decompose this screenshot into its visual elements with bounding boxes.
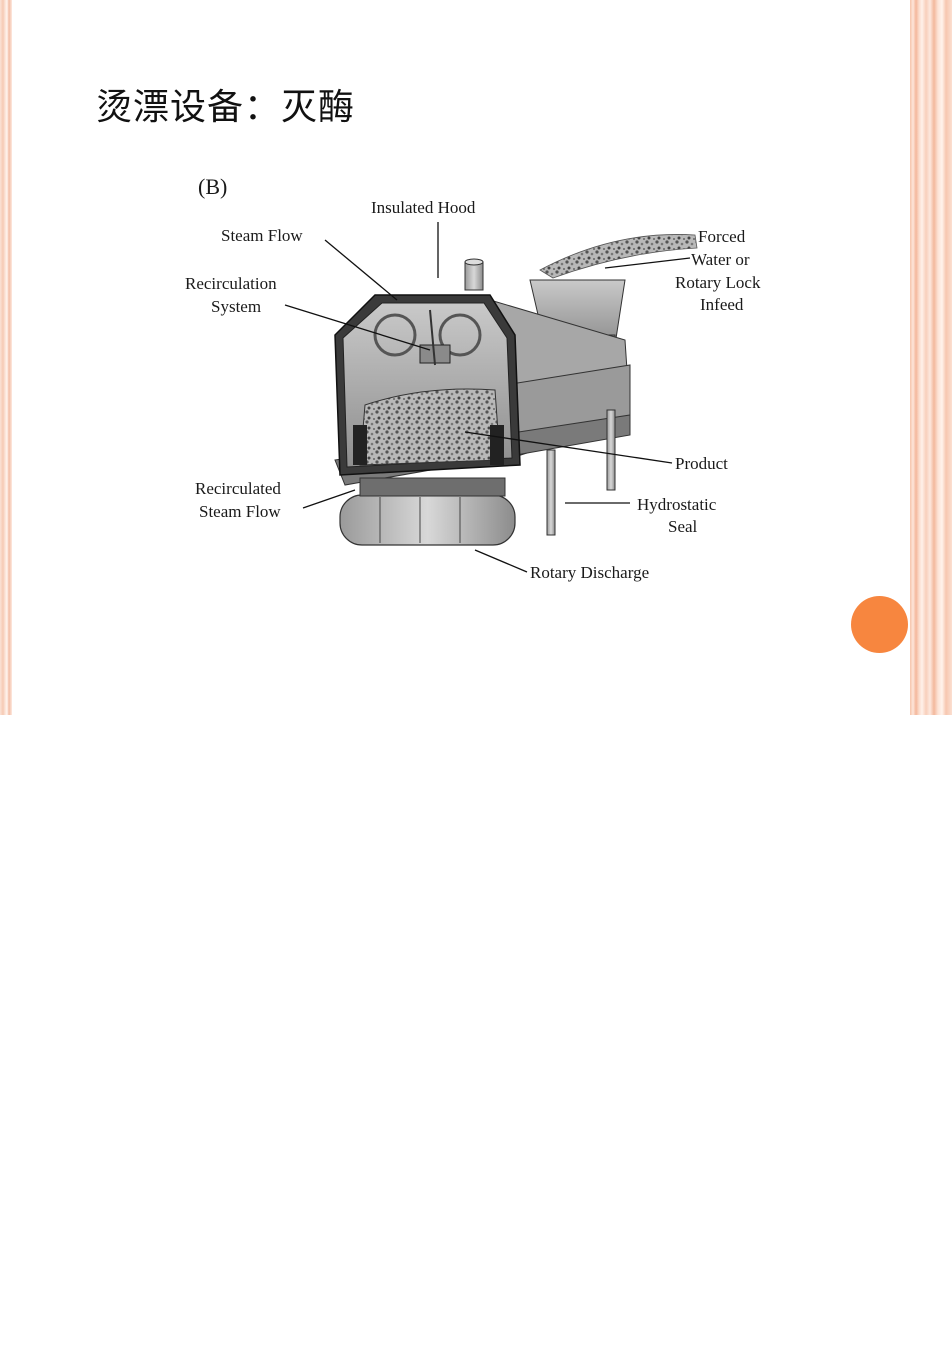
leader-product [464,431,673,464]
label-forced-1: Forced [698,227,746,246]
panel-label: (B) [198,174,227,199]
label-recirculation-2: System [211,297,261,316]
drum-end-right [490,425,504,465]
fan-right [438,313,482,357]
label-hydrostatic-2: Seal [668,517,698,536]
blancher-diagram: (B) Insulated Hood Steam Flow Recirculat… [175,160,815,610]
label-forced-2: Water or [691,250,750,269]
fan-left [373,313,417,357]
label-recirc-steam-2: Steam Flow [199,502,281,521]
label-insulated-hood: Insulated Hood [371,198,476,217]
slide: 烫漂设备：灭酶 [0,0,952,715]
leader-recirc-steam [302,489,356,509]
label-forced-4: Infeed [700,295,744,314]
label-product: Product [675,454,728,473]
label-hydrostatic-1: Hydrostatic [637,495,717,514]
hood-stack-top [464,258,484,266]
leader-steam-flow [324,239,398,301]
leader-forced [604,257,691,269]
discharge-grate [359,477,506,497]
rotary-discharge-drum [339,494,516,546]
blancher-illustration: (B) Insulated Hood Steam Flow Recirculat… [185,174,761,582]
slide-title: 烫漂设备：灭酶 [96,87,356,128]
drum-end-left [353,425,367,465]
label-forced-3: Rotary Lock [675,273,761,292]
fan-shaft [429,309,436,366]
leg-front [546,449,556,536]
accent-circle [851,596,908,653]
infeed-stream [539,234,698,279]
label-rotary-discharge: Rotary Discharge [530,563,649,582]
slide-border-left [0,0,12,715]
label-recirc-steam-1: Recirculated [195,479,281,498]
leader-recirculation [284,304,431,351]
leg-back [606,409,616,491]
slide-border-right [910,0,952,715]
leader-rotary-discharge [474,549,528,573]
product-bed [359,388,501,466]
label-recirculation-1: Recirculation [185,274,277,293]
hood-stack [464,261,484,291]
label-steam-flow: Steam Flow [221,226,303,245]
